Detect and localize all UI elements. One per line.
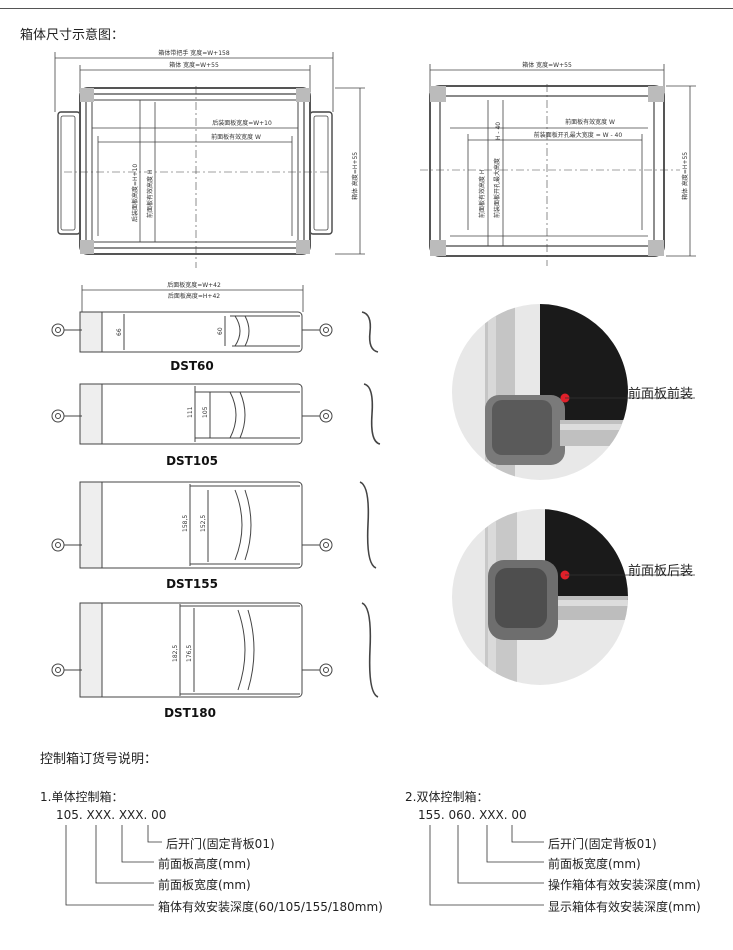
- dim-rear-panel-w42: 后面板宽度=W+42: [167, 281, 221, 289]
- dim-rear-panel-width: 后装面板宽度=W+10: [212, 119, 272, 127]
- dim-right-box-width: 箱体 宽度=W+55: [522, 61, 572, 69]
- dst180-outer: 182,5: [172, 645, 179, 662]
- single-code: 105. XXX. XXX. 00: [56, 808, 167, 822]
- dim-right-front-height: 前面板有效高度 H: [478, 170, 486, 218]
- dst105-outer: 111: [187, 406, 194, 418]
- section-title-order-code: 控制箱订货号说明：: [40, 752, 158, 767]
- dst60-label: DST60: [170, 359, 214, 373]
- section-title-dimensions: 箱体尺寸示意图：: [20, 28, 125, 43]
- dim-right-box-height: 箱体 高度=H+55: [681, 152, 689, 200]
- dim-box-width: 箱体 宽度=W+55: [169, 61, 219, 69]
- double-item-door: 后开门(固定背板01): [548, 837, 657, 851]
- dim-front-panel-height: 前面板有效高度 H: [146, 170, 154, 218]
- dim-width-handles: 箱体带把手 宽度=W+158: [158, 49, 230, 57]
- single-item-depth: 箱体有效安装深度(60/105/155/180mm): [158, 900, 383, 914]
- single-item-height: 前面板高度(mm): [158, 857, 251, 871]
- single-item-door: 后开门(固定背板01): [166, 837, 275, 851]
- double-item-disp-depth: 显示箱体有效安装深度(mm): [548, 900, 701, 914]
- double-title: 2.双体控制箱：: [405, 790, 489, 804]
- single-item-width: 前面板宽度(mm): [158, 878, 251, 892]
- label-front-mount: 前面板前装: [628, 387, 694, 402]
- dst180-label: DST180: [164, 706, 216, 720]
- dst60-inner: 60: [217, 327, 224, 335]
- dst105-inner: 105: [202, 406, 209, 418]
- dst155-inner: 152,5: [200, 515, 207, 532]
- dim-right-front-width: 前面板有效宽度 W: [565, 118, 615, 126]
- double-item-width: 前面板宽度(mm): [548, 857, 641, 871]
- dst105-label: DST105: [166, 454, 218, 468]
- dst180-inner: 176,5: [186, 645, 193, 662]
- double-item-op-depth: 操作箱体有效安装深度(mm): [548, 878, 701, 892]
- dim-box-height: 箱体 高度=H+55: [351, 152, 359, 200]
- label-rear-mount: 前面板后装: [628, 564, 694, 579]
- dim-rear-panel-height: 后装面板高度=H+10: [131, 164, 139, 222]
- dim-right-opening-width: 前装面板开孔最大宽度 = W - 40: [534, 131, 623, 139]
- dim-right-h-40: H - 40: [495, 122, 502, 140]
- dst155-label: DST155: [166, 577, 218, 591]
- dim-right-opening-height: 前装面板开孔最大高度: [493, 158, 501, 218]
- top-rule: [0, 8, 733, 9]
- dst155-outer: 158,5: [182, 515, 189, 532]
- dst60-outer: 66: [116, 328, 123, 336]
- dim-front-panel-width: 前面板有效宽度 W: [211, 133, 261, 141]
- single-title: 1.单体控制箱：: [40, 790, 124, 804]
- dim-rear-panel-h42: 后面板高度=H+42: [168, 292, 220, 300]
- double-code: 155. 060. XXX. 00: [418, 808, 527, 822]
